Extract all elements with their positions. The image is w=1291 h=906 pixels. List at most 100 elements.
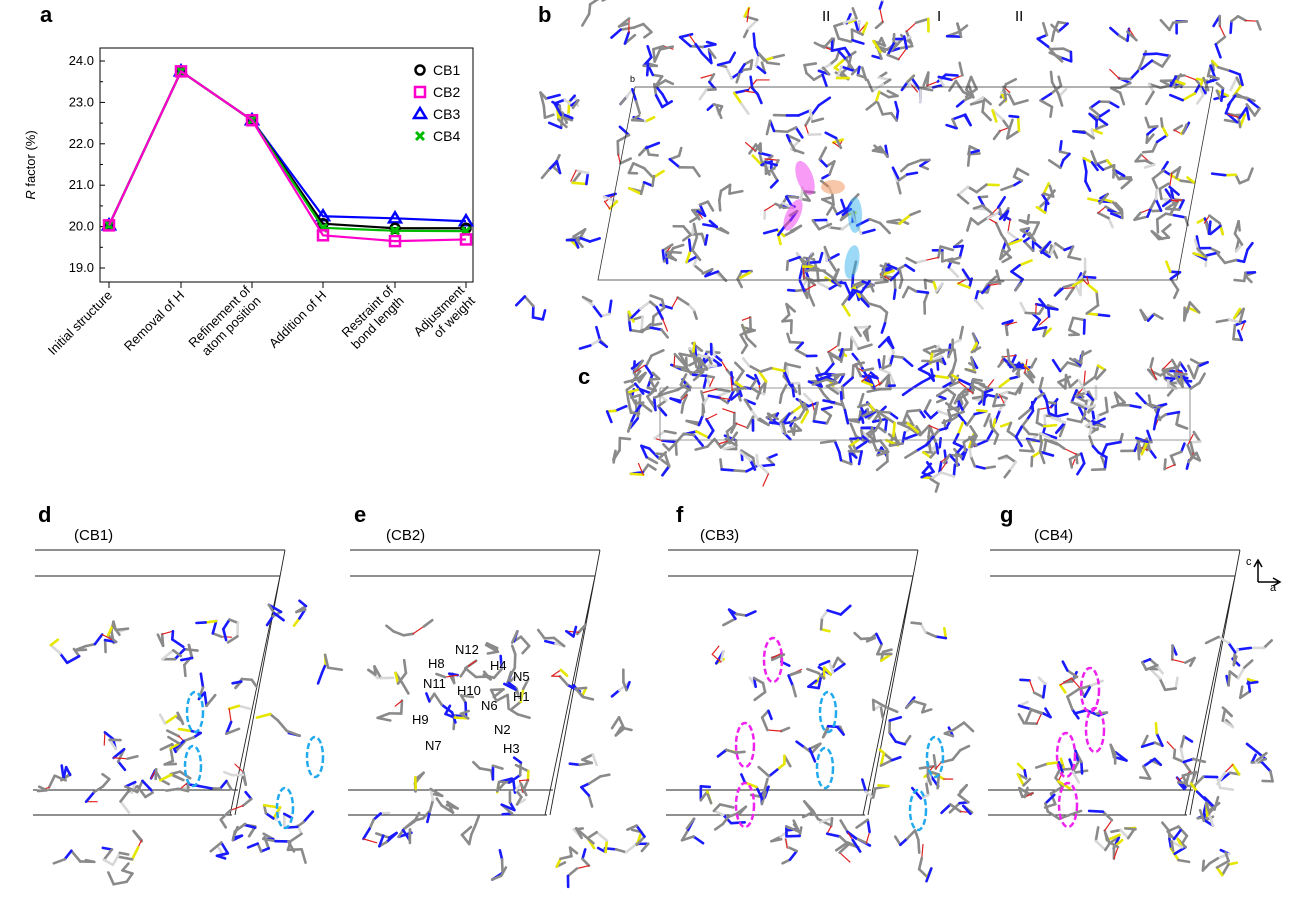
bond	[1032, 691, 1045, 699]
bond	[1208, 214, 1221, 225]
bond	[866, 78, 874, 93]
bond	[1187, 364, 1196, 380]
bond	[820, 408, 833, 417]
bond	[643, 115, 656, 123]
bond	[947, 409, 952, 422]
bond	[834, 136, 843, 150]
bond	[939, 471, 956, 478]
bond	[1016, 167, 1030, 176]
bond	[226, 635, 239, 644]
bond	[1005, 390, 1017, 396]
bond	[167, 735, 181, 745]
bond	[1255, 19, 1262, 31]
bond	[495, 693, 509, 703]
bond	[1243, 659, 1254, 669]
bond	[782, 369, 791, 385]
bond	[851, 38, 865, 45]
bond	[987, 217, 997, 224]
bond	[1136, 445, 1141, 461]
bond	[794, 348, 809, 358]
bond	[810, 103, 821, 117]
bond	[871, 82, 885, 93]
bond	[726, 389, 736, 405]
bond	[1048, 159, 1062, 170]
bond	[926, 71, 930, 87]
bond	[764, 203, 777, 212]
bond	[373, 665, 383, 680]
bond	[1035, 421, 1046, 428]
bond	[956, 398, 964, 412]
bond	[818, 816, 834, 824]
bond	[1092, 417, 1106, 426]
bond	[1151, 169, 1165, 181]
bond	[736, 383, 743, 398]
bond	[559, 112, 565, 130]
axis-indicator-c: c	[1246, 556, 1252, 568]
bond	[925, 782, 930, 797]
bond	[1160, 125, 1169, 137]
bond	[956, 421, 965, 436]
series-line-cb2	[108, 69, 467, 243]
bond	[1010, 263, 1021, 273]
bond	[718, 803, 735, 809]
x-tick-label: Restraint ofbond length	[338, 282, 408, 352]
bond	[923, 399, 932, 413]
bond	[661, 92, 668, 104]
bond	[692, 263, 704, 273]
bond	[828, 384, 843, 394]
bond	[1000, 183, 1016, 192]
bond	[400, 681, 410, 695]
bond	[1087, 809, 1105, 814]
bond	[161, 630, 174, 635]
bond	[798, 408, 806, 420]
bond	[871, 787, 877, 799]
bond	[1037, 676, 1047, 686]
atom-label: N2	[494, 722, 511, 737]
bond	[861, 372, 872, 382]
bond	[965, 412, 977, 427]
bond	[870, 426, 877, 443]
bond	[804, 124, 810, 136]
bond	[988, 283, 1001, 286]
bond	[500, 857, 504, 875]
bond	[154, 767, 158, 781]
bond	[1202, 76, 1210, 92]
bond	[842, 16, 858, 25]
bond	[918, 424, 931, 437]
bond	[1207, 74, 1220, 81]
bond	[101, 633, 113, 641]
bond	[744, 141, 756, 152]
bond	[1012, 99, 1029, 106]
bond	[927, 372, 935, 382]
bond	[970, 356, 976, 373]
bond	[926, 775, 933, 786]
bond	[1159, 79, 1172, 88]
bond	[972, 204, 984, 210]
bond	[618, 157, 633, 165]
bond	[706, 355, 713, 365]
bond	[466, 660, 477, 668]
bond	[839, 390, 843, 403]
bond	[740, 102, 750, 115]
bond	[233, 822, 247, 833]
bond	[1022, 240, 1035, 253]
bond	[605, 409, 617, 413]
bond	[1238, 106, 1248, 120]
bond	[928, 770, 941, 776]
bond	[1008, 114, 1020, 119]
bond	[1084, 179, 1092, 192]
bond	[898, 278, 904, 290]
bond	[698, 88, 708, 101]
bond	[268, 712, 280, 722]
bond	[170, 773, 185, 782]
bond	[660, 439, 678, 444]
bond	[228, 618, 240, 625]
bond	[782, 229, 795, 238]
atom-label: H4	[490, 658, 507, 673]
bond	[914, 259, 927, 265]
bond	[639, 300, 652, 311]
bond	[544, 93, 561, 100]
bond	[631, 87, 638, 103]
bond	[1096, 410, 1109, 417]
bond	[130, 846, 140, 861]
